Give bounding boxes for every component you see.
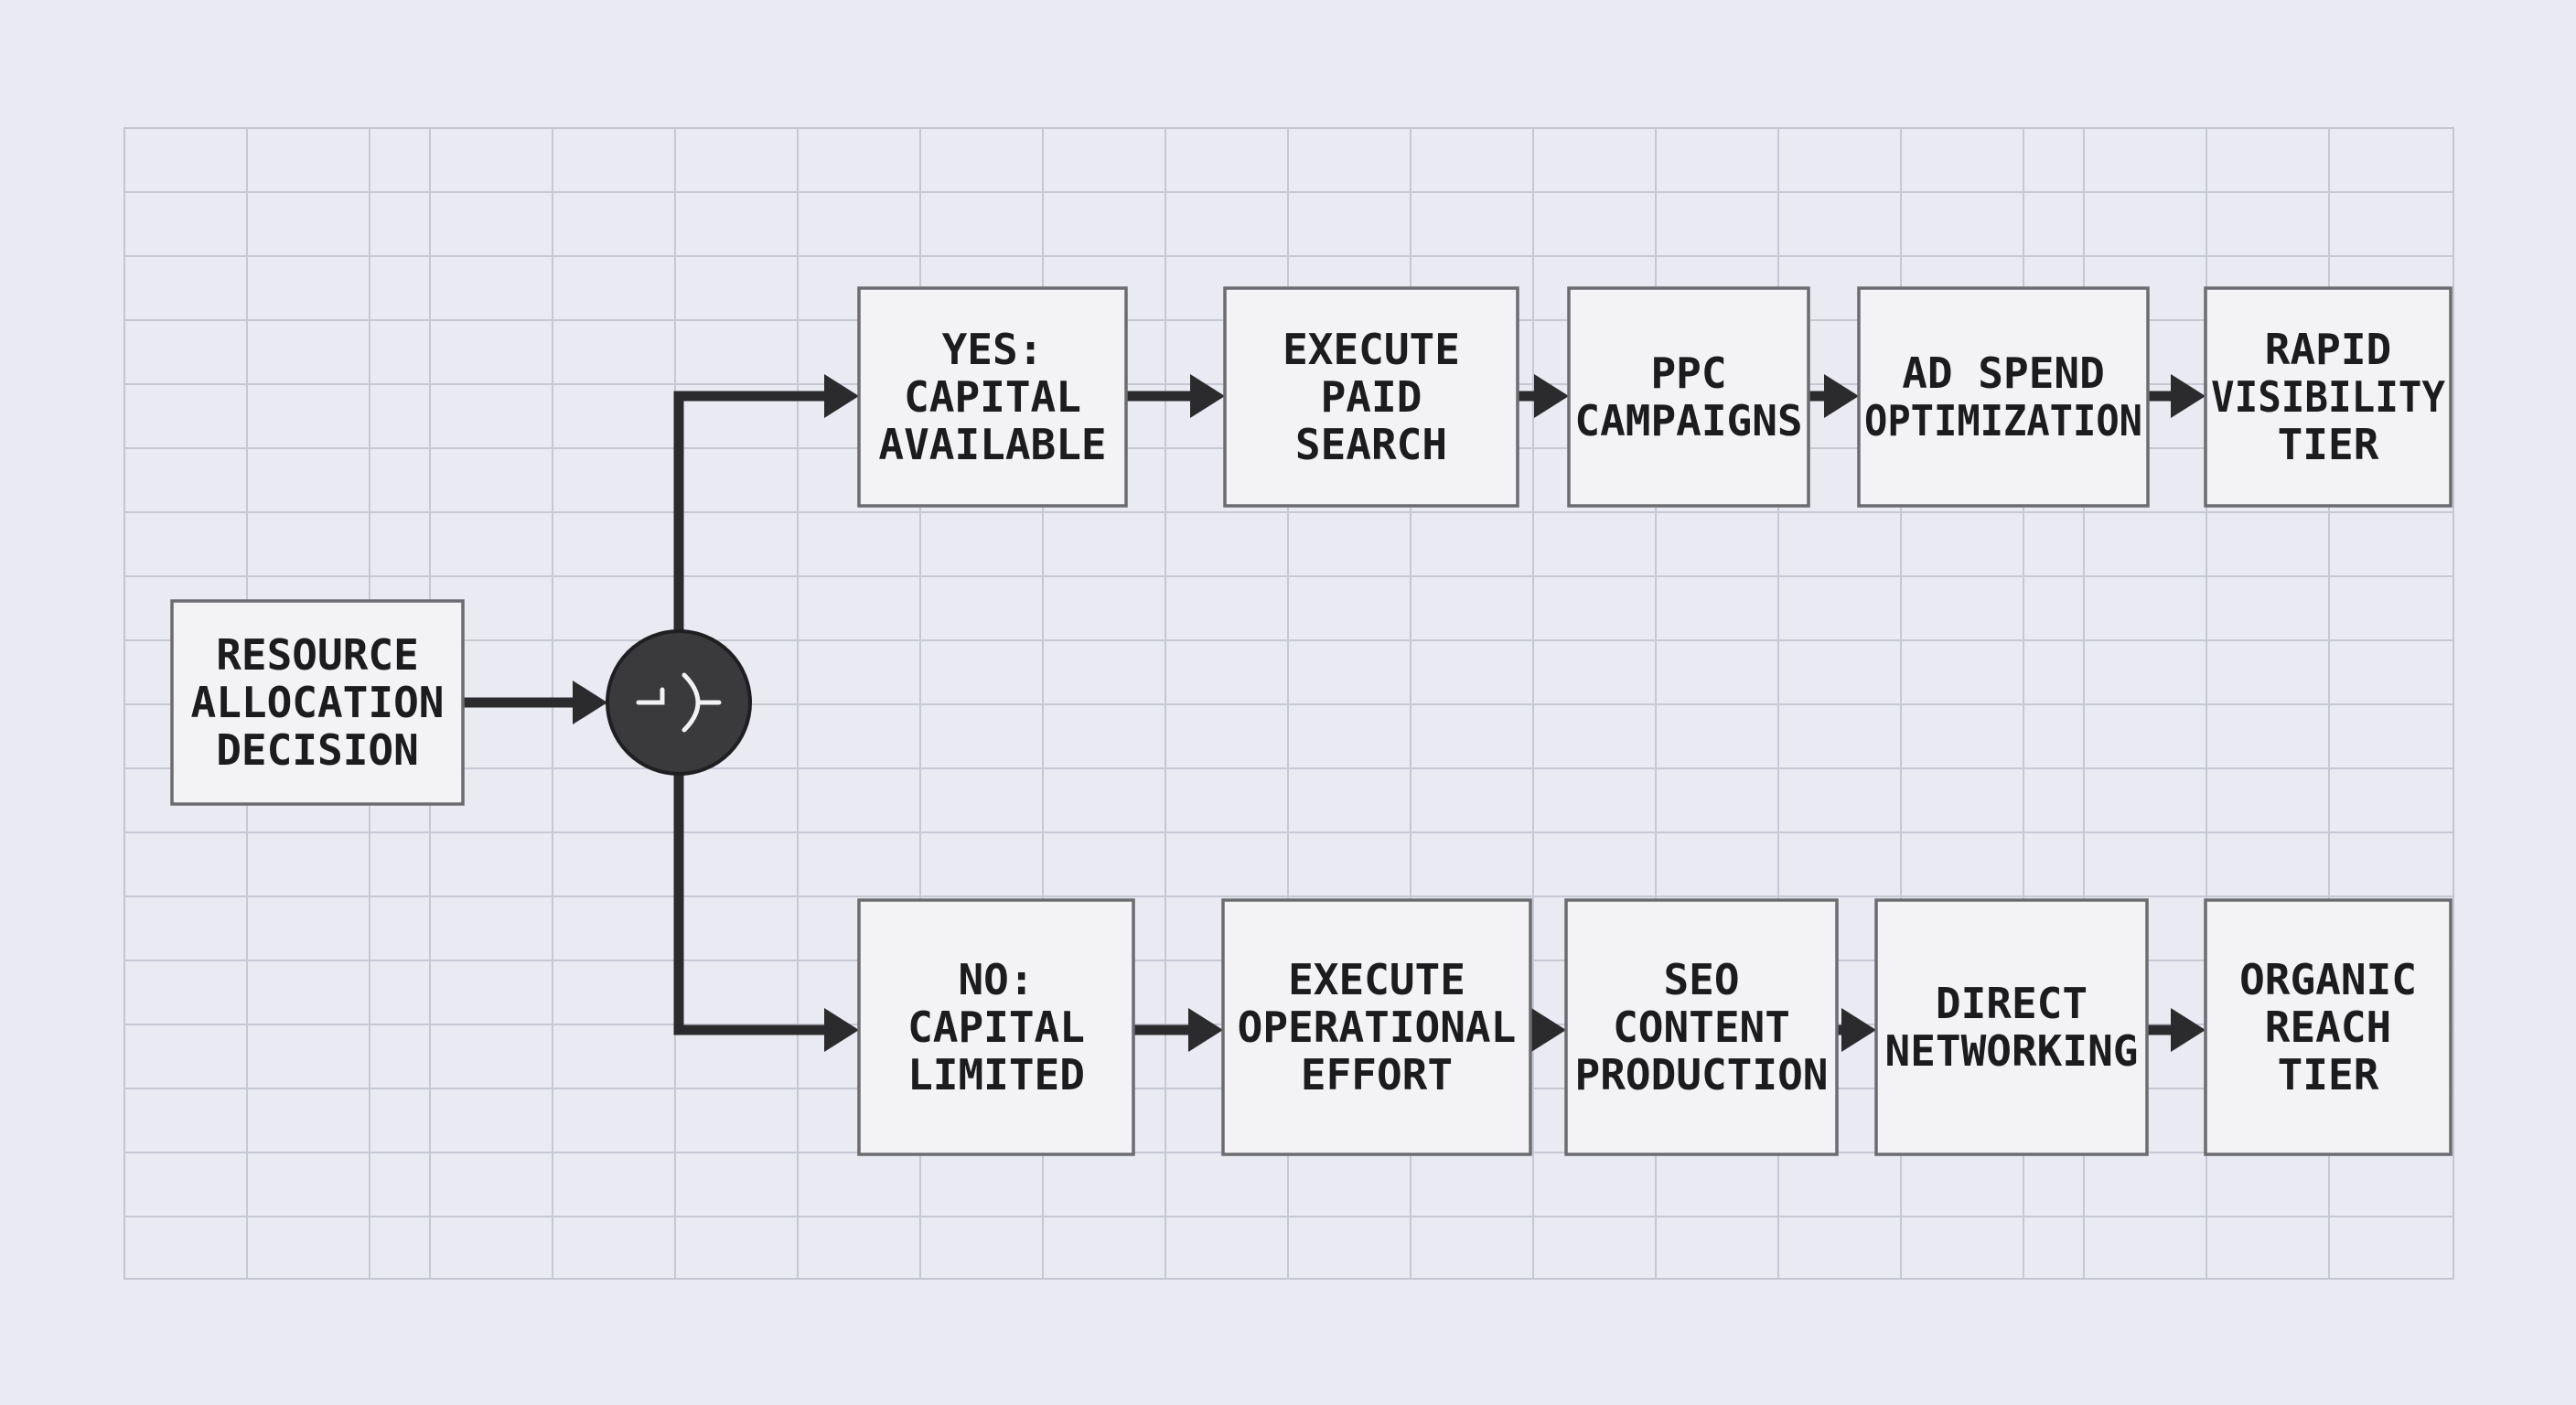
edge-execute_operational-to-seo xyxy=(1530,1008,1566,1052)
node-label-line: YES: xyxy=(942,325,1044,374)
grid-border xyxy=(123,127,2454,1280)
node-label-line: SEARCH xyxy=(1295,420,1447,469)
edge-root-to-decision xyxy=(463,681,607,724)
arrowhead-icon xyxy=(1824,374,1859,418)
node-label-line: EXECUTE xyxy=(1288,955,1465,1004)
arrowhead-icon xyxy=(1534,374,1569,418)
node-label-line: DIRECT xyxy=(1936,979,2088,1028)
node-label-line: PAID xyxy=(1321,372,1422,422)
arrowhead-icon xyxy=(1841,1008,1876,1052)
node-label-line: NETWORKING xyxy=(1885,1026,2139,1076)
node-box xyxy=(2204,898,2453,1156)
connectors xyxy=(463,374,2206,1052)
node-box xyxy=(2204,286,2453,508)
node-label-line: CAPITAL xyxy=(904,372,1081,422)
node-label-line: OPTIMIZATION xyxy=(1864,396,2142,445)
arrowhead-icon xyxy=(824,1008,859,1052)
node-box xyxy=(170,599,465,806)
connector-line xyxy=(673,774,826,1035)
edge-direct_networking-to-organic_reach xyxy=(2147,1008,2206,1052)
node-label-line: DECISION xyxy=(216,725,419,775)
edge-no_capital-to-execute_operational xyxy=(1133,1008,1223,1052)
node-label-line: CONTENT xyxy=(1613,1003,1790,1052)
node-box xyxy=(1874,898,2149,1156)
node-label-line: TIER xyxy=(2278,420,2379,469)
edge-execute_paid-to-ppc xyxy=(1518,374,1569,418)
arrowhead-icon xyxy=(573,681,607,724)
node-box xyxy=(1857,286,2150,508)
node-label-line: RESOURCE xyxy=(216,630,419,680)
node-box xyxy=(857,898,1135,1156)
node-label-line: OPERATIONAL xyxy=(1238,1003,1517,1052)
node-label-line: VISIBILITY xyxy=(2211,372,2445,422)
node-label-line: NO: xyxy=(958,955,1034,1004)
node-label-line: SEO xyxy=(1663,955,1739,1004)
edge-seo-to-direct_networking xyxy=(1837,1008,1876,1052)
node-label-line: PPC xyxy=(1650,349,1726,398)
decision-switch-icon xyxy=(636,672,722,733)
arrowhead-icon xyxy=(2171,1008,2206,1052)
node-label-line: AD SPEND xyxy=(1902,349,2105,398)
node-box xyxy=(1567,286,1810,508)
node-box xyxy=(1223,286,1519,508)
decision-circle xyxy=(606,629,752,776)
arrowhead-icon xyxy=(2171,374,2206,418)
node-label-line: ALLOCATION xyxy=(191,678,445,727)
nodes: RESOURCEALLOCATIONDECISIONYES:CAPITALAVA… xyxy=(170,286,2453,1156)
node-label-line: AVAILABLE xyxy=(878,420,1106,469)
node-box xyxy=(1221,898,1532,1156)
node-label-line: CAMPAIGNS xyxy=(1574,396,1802,445)
edge-decision-to-no xyxy=(673,774,859,1052)
node-label-line: RAPID xyxy=(2265,325,2391,374)
node-label-line: ORGANIC xyxy=(2239,955,2417,1004)
node-box xyxy=(1564,898,1839,1156)
edge-ppc-to-ad_spend xyxy=(1809,374,1859,418)
node-label-line: REACH xyxy=(2265,1003,2391,1052)
node-label-line: CAPITAL xyxy=(907,1003,1085,1052)
edge-yes_capital-to-execute_paid xyxy=(1126,374,1225,418)
arrowhead-icon xyxy=(1188,1008,1223,1052)
connector-line xyxy=(673,391,826,631)
decision-node xyxy=(606,629,752,776)
node-label-line: EXECUTE xyxy=(1283,325,1460,374)
node-label-line: EFFORT xyxy=(1301,1050,1453,1099)
node-label-line: TIER xyxy=(2278,1050,2379,1099)
node-label-line: LIMITED xyxy=(907,1050,1085,1099)
node-label-line: PRODUCTION xyxy=(1575,1050,1829,1099)
arrowhead-icon xyxy=(1190,374,1225,418)
edge-ad_spend-to-rapid_visibility xyxy=(2148,374,2206,418)
node-box xyxy=(857,286,1128,508)
edge-decision-to-yes xyxy=(673,374,859,631)
arrowhead-icon xyxy=(1531,1008,1566,1052)
arrowhead-icon xyxy=(824,374,859,418)
